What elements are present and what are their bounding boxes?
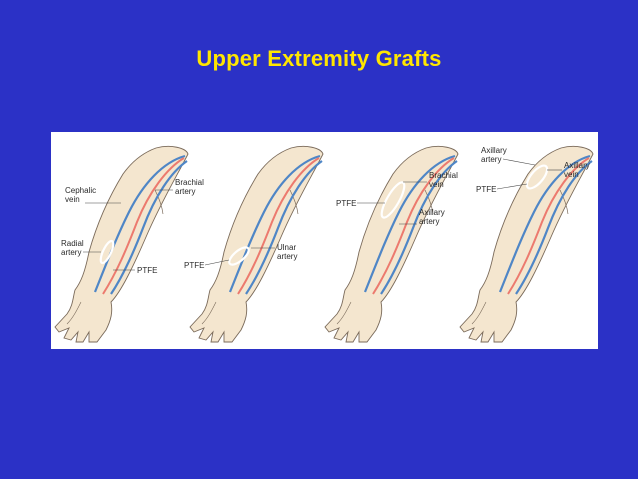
arm-panel-4: Axillary artery Axillary vein PTFE	[460, 146, 593, 342]
label-axillary: Axillary	[481, 146, 507, 155]
slide-title: Upper Extremity Grafts	[0, 46, 638, 72]
arm-panel-1: Cephalic vein Brachial artery Radial art…	[55, 146, 204, 342]
label-brachial: Brachial	[175, 178, 204, 187]
label-ptfe: PTFE	[476, 185, 496, 194]
label-artery: artery	[61, 248, 81, 257]
label-artery: artery	[419, 217, 439, 226]
label-artery: artery	[175, 187, 195, 196]
label-vein: vein	[65, 195, 80, 204]
arm-panel-3: PTFE Brachial vein Axillary artery	[325, 146, 458, 342]
label-vein: vein	[564, 170, 579, 179]
label-ulnar: Ulnar	[277, 243, 296, 252]
vascular-access-diagram: Cephalic vein Brachial artery Radial art…	[51, 132, 598, 349]
label-axillary: Axillary	[419, 208, 445, 217]
label-radial: Radial	[61, 239, 84, 248]
label-ptfe: PTFE	[137, 266, 157, 275]
label-brachial: Brachial	[429, 171, 458, 180]
label-vein: vein	[429, 180, 444, 189]
label-artery: artery	[481, 155, 501, 164]
label-artery: artery	[277, 252, 297, 261]
label-ptfe: PTFE	[184, 261, 204, 270]
label-cephalic: Cephalic	[65, 186, 96, 195]
arm-panel-2: PTFE Ulnar artery	[184, 146, 323, 342]
label-axillary: Axillary	[564, 161, 590, 170]
label-ptfe: PTFE	[336, 199, 356, 208]
